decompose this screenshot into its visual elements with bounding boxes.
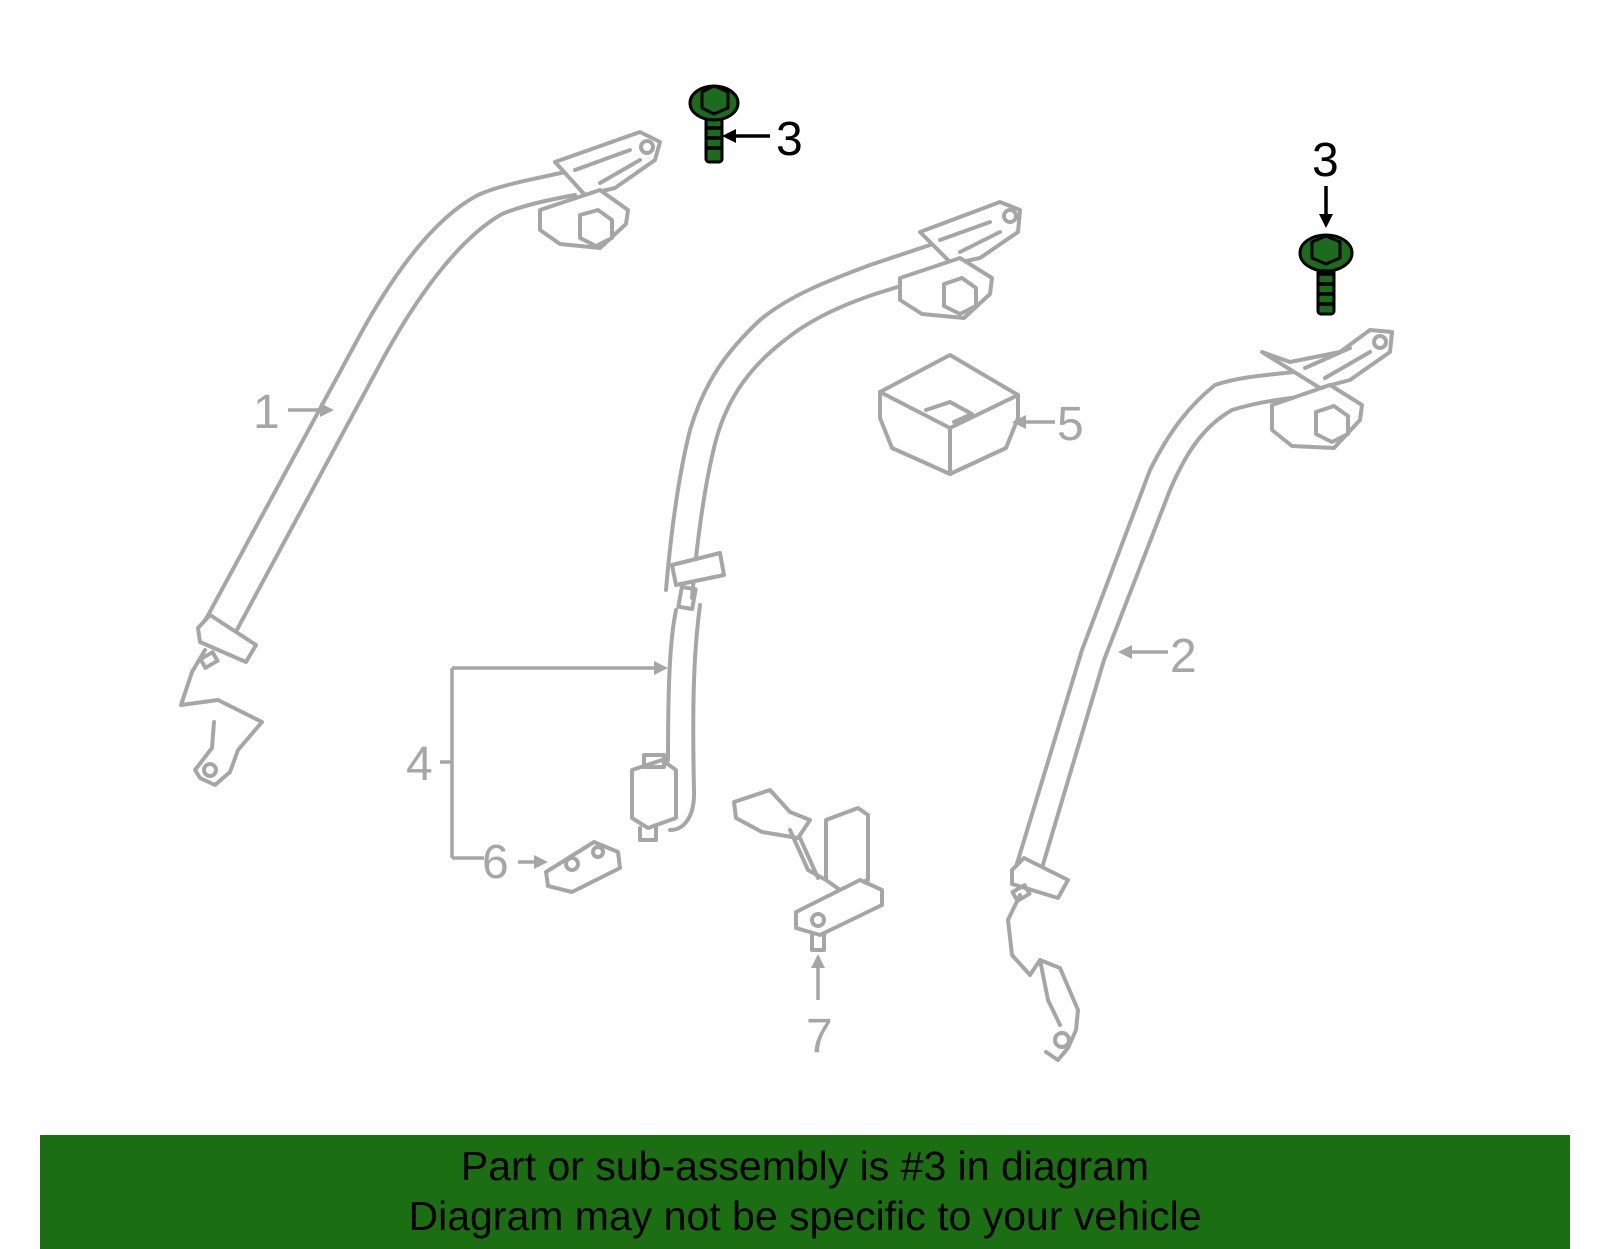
buckle-part-7[interactable]	[732, 788, 884, 952]
callout-2: 2	[1170, 630, 1197, 683]
seat-belt-part-2[interactable]	[1006, 328, 1394, 1062]
seat-belt-part-1[interactable]	[179, 130, 662, 787]
banner-line-disclaimer: Diagram may not be specific to your vehi…	[408, 1193, 1202, 1239]
cover-part-5[interactable]	[878, 353, 1020, 476]
callout-7: 7	[806, 1010, 833, 1063]
bracket-part-6[interactable]	[544, 840, 622, 894]
seat-belt-part-4[interactable]	[630, 200, 1022, 842]
callout-5: 5	[1057, 398, 1084, 451]
callout-4: 4	[406, 738, 433, 791]
callout-3-top: 3	[776, 113, 803, 166]
banner-line-part: Part or sub-assembly is #3 in diagram	[460, 1143, 1150, 1189]
callout-1: 1	[253, 386, 280, 439]
leader-lines	[288, 129, 1333, 1000]
bolt-part-3-right[interactable]	[1298, 233, 1354, 316]
callout-3-right: 3	[1312, 134, 1339, 187]
info-banner: Part or sub-assembly is #3 in diagram Di…	[40, 1135, 1570, 1249]
bolt-part-3-top[interactable]	[688, 84, 740, 164]
callout-6: 6	[482, 836, 509, 889]
